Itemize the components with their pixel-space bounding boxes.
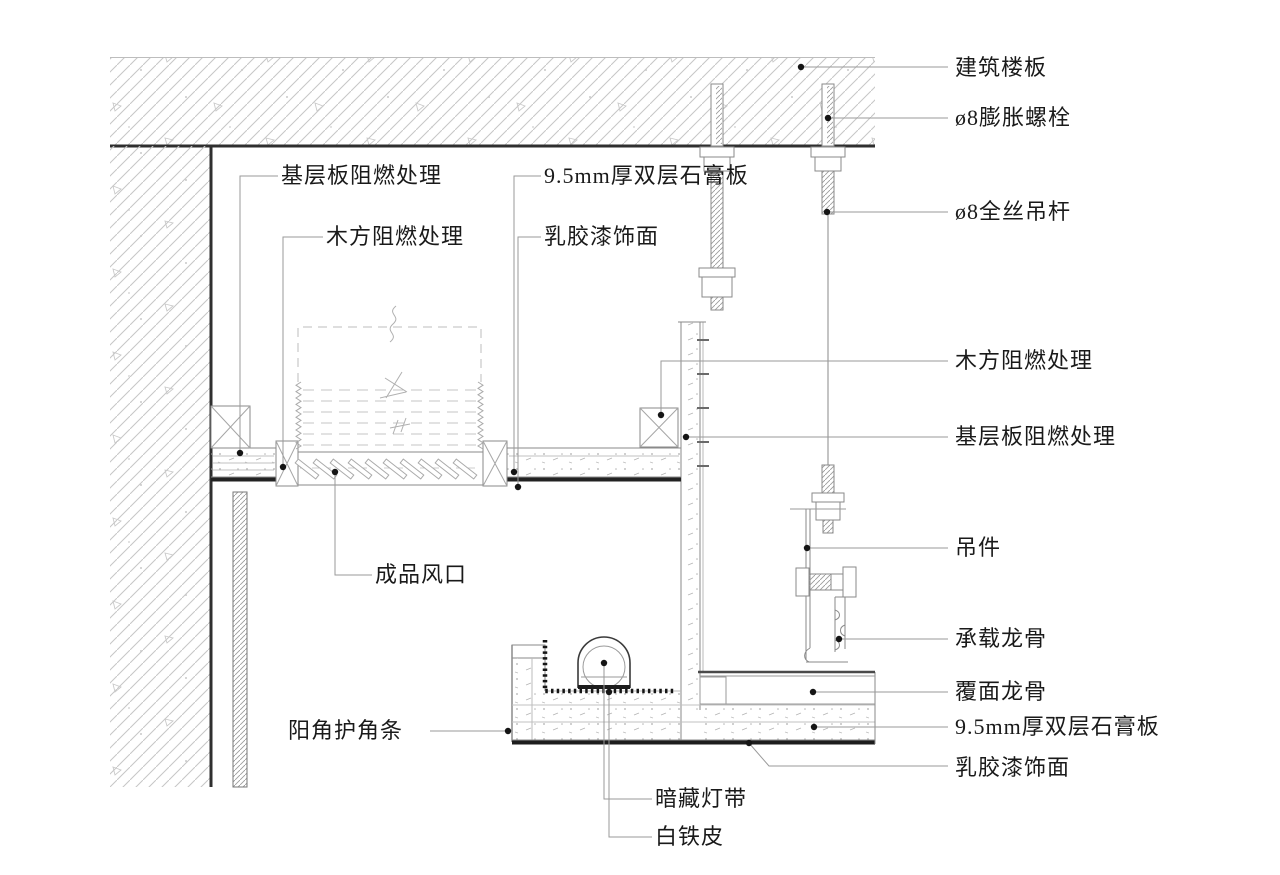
label-building-slab: 建筑楼板 [955,55,1048,80]
flex-duct [295,305,484,450]
label-tin-sheet: 白铁皮 [655,824,725,849]
upper-ceiling [210,405,681,487]
furring-channel-profile [698,670,875,705]
label-light-strip: 暗藏灯带 [655,786,748,811]
lower-ceiling-cove [511,640,876,745]
screw-ticks [697,339,709,467]
label-expansion-bolt: ø8膨胀螺栓 [955,105,1072,130]
hanger-and-carrying-channel [790,508,857,663]
bulkhead-board [678,321,709,740]
label-carrying-channel: 承载龙骨 [955,626,1048,651]
label-latex-paint-right: 乳胶漆饰面 [955,755,1071,780]
concrete-slab [110,57,875,148]
tin-sheet-line [542,640,676,694]
expansion-bolt-right-and-rod [810,83,846,534]
label-hanger-clip: 吊件 [955,535,1002,560]
label-air-vent: 成品风口 [375,562,468,587]
wood-block-diagonals [210,405,679,487]
label-corner-bead: 阳角护角条 [288,718,404,743]
label-double-gypsum-right: 9.5mm厚双层石膏板 [955,714,1160,739]
leader-lines [239,66,948,838]
wall-finish-strip [232,491,248,788]
label-wood-fire-treated: 木方阻燃处理 [955,348,1094,373]
air-vent-grille [294,451,483,486]
label-furring-channel: 覆面龙骨 [955,679,1048,704]
concrete-wall [110,146,213,787]
label-baseboard-fire-treated: 基层板阻燃处理 [955,424,1117,449]
label-wood-internal: 木方阻燃处理 [326,224,465,249]
break-marks [379,305,411,435]
expansion-bolt-left [698,83,736,311]
label-double-gypsum-internal: 9.5mm厚双层石膏板 [544,163,749,188]
label-baseboard-internal: 基层板阻燃处理 [281,163,443,188]
label-latex-paint-internal: 乳胶漆饰面 [544,224,660,249]
label-full-thread-rod: ø8全丝吊杆 [955,199,1072,224]
leader-dots [236,63,843,747]
